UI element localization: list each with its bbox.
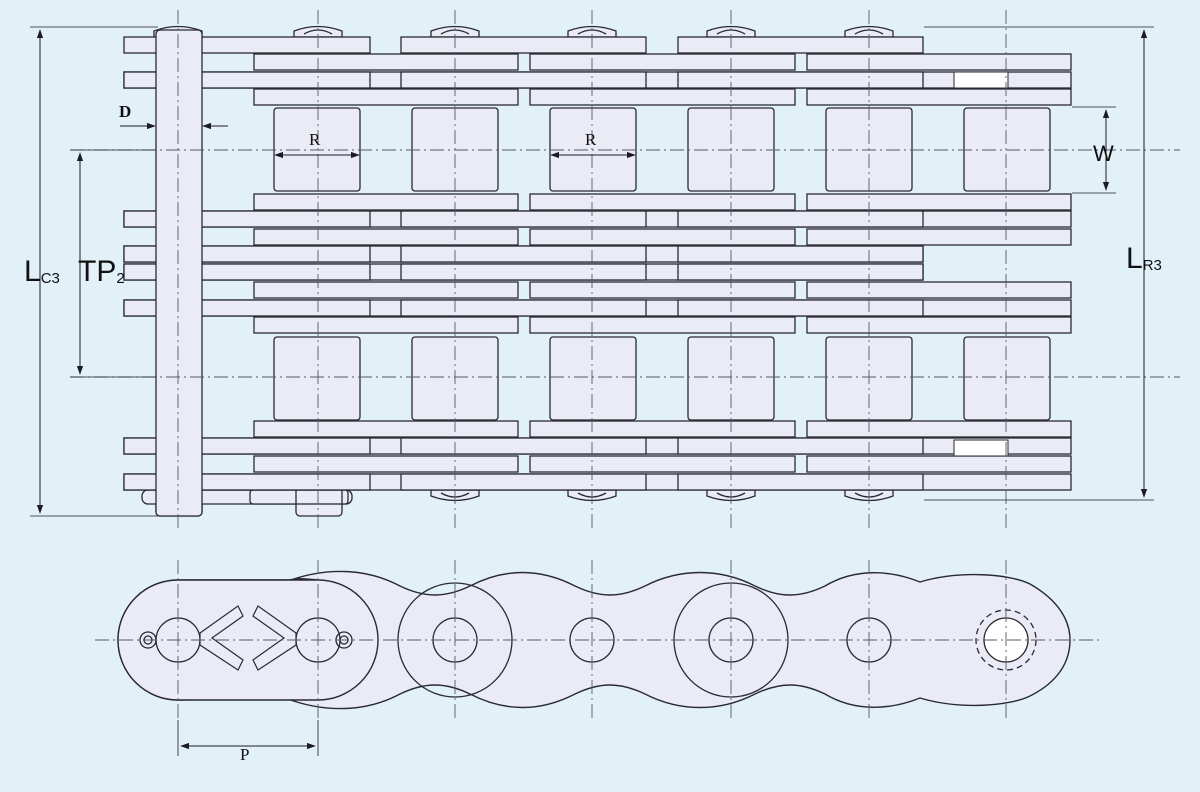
plate-gap [953, 71, 1009, 89]
link-plate [806, 316, 1072, 334]
roller [963, 107, 1051, 192]
link-plate [253, 193, 519, 211]
link-plates [123, 36, 1072, 491]
pin-caps-top [153, 25, 894, 38]
roller [549, 336, 637, 421]
link-plate [677, 71, 924, 89]
link-plate [253, 455, 519, 473]
link-plate [806, 53, 1072, 71]
dimension-lr3 [924, 26, 1154, 501]
link-plate [400, 36, 647, 54]
dimension-w [1072, 106, 1116, 194]
link-plate [400, 473, 647, 491]
plate-gap [953, 439, 1009, 457]
link-plate [253, 88, 519, 106]
link-plate [806, 228, 1072, 246]
spring-clip [252, 605, 297, 671]
link-plate [253, 281, 519, 299]
lr3-label: LR3 [1126, 242, 1162, 275]
center-lines-top [70, 10, 1180, 532]
lc3-label: LC3 [24, 255, 60, 288]
link-plate [677, 245, 924, 263]
top-view [123, 25, 1072, 517]
link-plate [529, 193, 796, 211]
link-plate [400, 299, 647, 317]
w-label: W [1093, 141, 1114, 166]
r-label-1: R [309, 130, 321, 149]
link-plate [529, 420, 796, 438]
link-plate [806, 193, 1072, 211]
center-lines-side [95, 560, 1100, 756]
link-plate [677, 437, 924, 455]
link-plate [253, 420, 519, 438]
r-label-2: R [585, 130, 597, 149]
tp2-label: TP2 [78, 255, 125, 288]
pin-cap [293, 25, 343, 38]
pin-cap [567, 25, 617, 38]
link-plate [529, 88, 796, 106]
link-plate [806, 455, 1072, 473]
link-plate [677, 263, 924, 281]
link-plate [253, 228, 519, 246]
roller [549, 107, 637, 192]
roller [963, 336, 1051, 421]
spring-clip [199, 605, 244, 671]
link-plate [400, 263, 647, 281]
link-plate [253, 316, 519, 334]
roller [273, 336, 361, 421]
connecting-pin [155, 29, 203, 517]
pin-cap [844, 25, 894, 38]
link-plate [253, 53, 519, 71]
link-plate [806, 281, 1072, 299]
p-label: P [240, 745, 249, 764]
link-plate [677, 210, 924, 228]
link-plate [529, 455, 796, 473]
link-plate [806, 88, 1072, 106]
link-plate [529, 316, 796, 334]
link-plate [529, 228, 796, 246]
link-plate [400, 71, 647, 89]
link-plate [529, 281, 796, 299]
link-plate [677, 36, 924, 54]
pin-caps-bottom [141, 489, 894, 517]
link-plate [806, 420, 1072, 438]
link-plate [400, 437, 647, 455]
dimension-lc3 [30, 26, 158, 517]
link-plate [529, 53, 796, 71]
link-plate [677, 299, 924, 317]
link-plate [400, 245, 647, 263]
pin-cap [706, 25, 756, 38]
roller [273, 107, 361, 192]
link-plate [400, 210, 647, 228]
pin-end [295, 489, 343, 505]
dimension-tp2 [70, 149, 156, 378]
d-label: D [119, 102, 131, 121]
link-plate [677, 473, 924, 491]
pin-cap [430, 25, 480, 38]
